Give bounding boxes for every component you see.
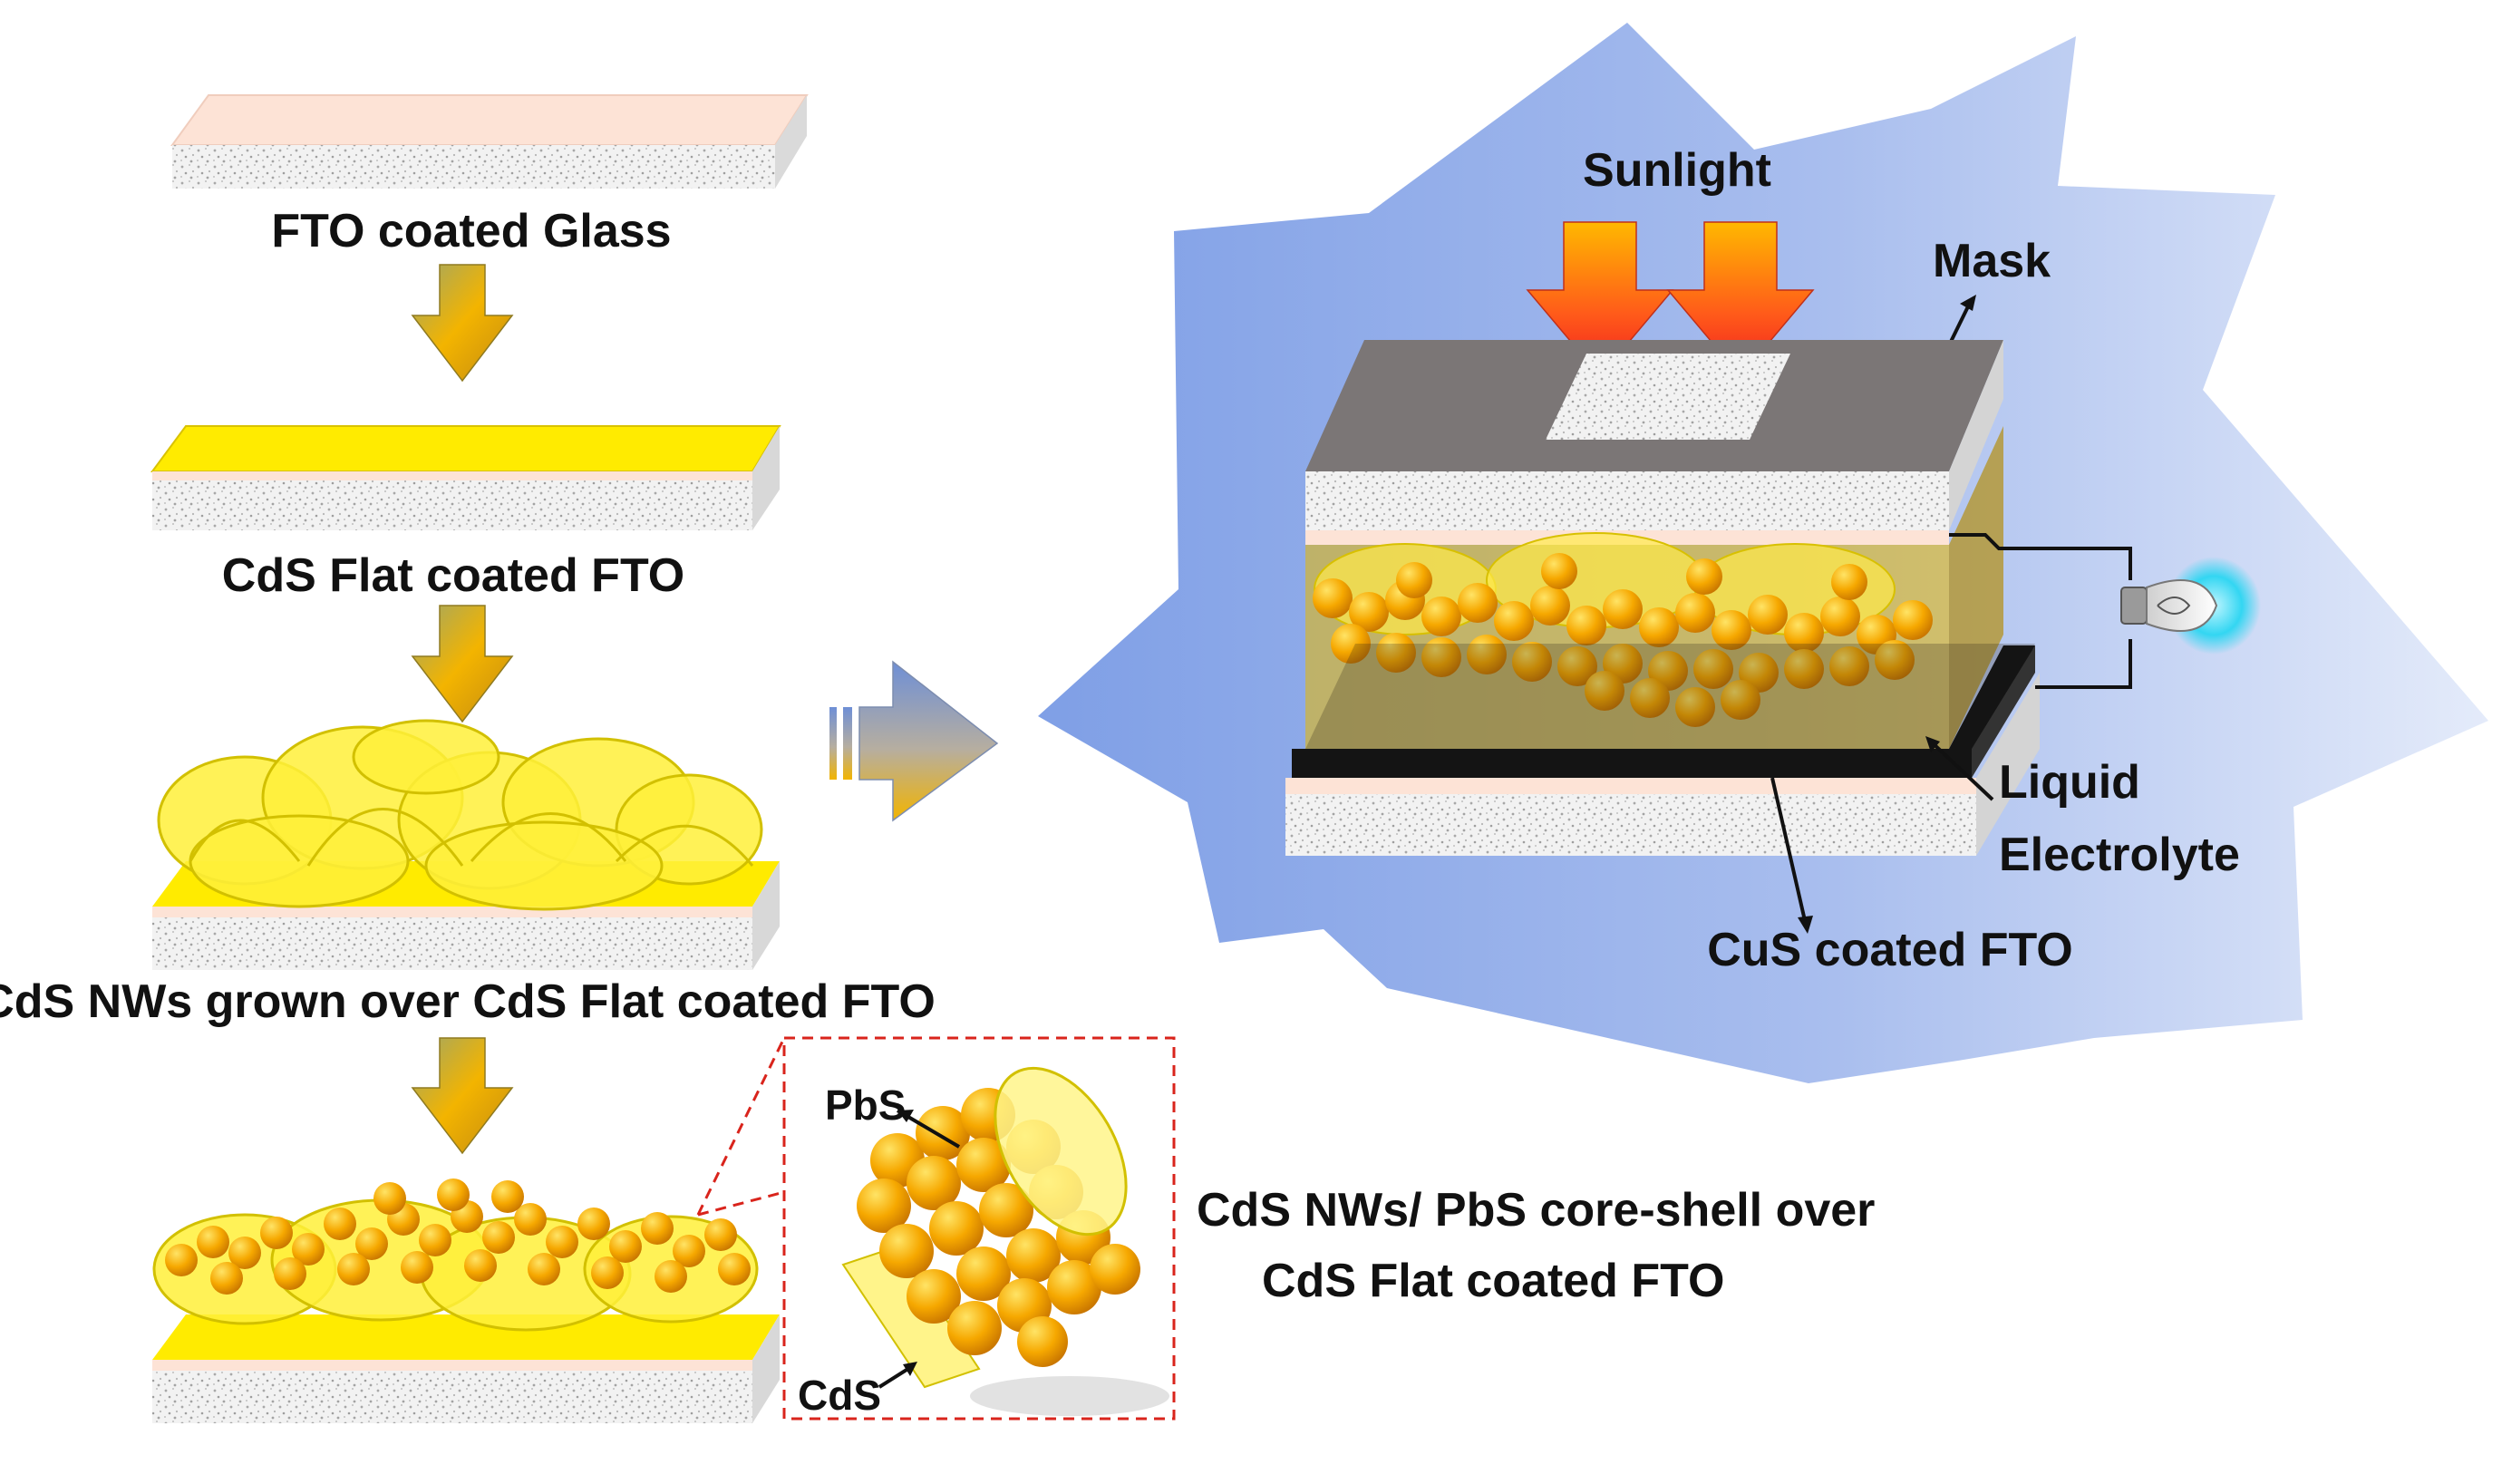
sunlight-label: Sunlight bbox=[1583, 144, 1771, 197]
fto-glass-label: FTO coated Glass bbox=[271, 205, 671, 257]
sunlight-arrow-left bbox=[1526, 221, 1674, 378]
electrolyte-label-line1: Liquid bbox=[1999, 756, 2140, 809]
fto-glass-slab bbox=[170, 94, 809, 189]
cus-pointer bbox=[1770, 777, 1808, 926]
process-arrow bbox=[829, 660, 999, 822]
pbs-arrowhead bbox=[897, 1110, 914, 1122]
core-shell-label-line1: CdS NWs/ PbS core-shell over bbox=[1197, 1184, 1875, 1237]
cds-flat-slab bbox=[150, 425, 781, 530]
solar-cell-device bbox=[1285, 340, 2040, 856]
cds-arrowhead bbox=[903, 1362, 917, 1376]
cds-inset-label: CdS bbox=[798, 1372, 881, 1419]
cus-arrowhead bbox=[1798, 916, 1813, 934]
pbs-label: PbS bbox=[825, 1081, 906, 1129]
core-shell-label-line2: CdS Flat coated FTO bbox=[1262, 1255, 1724, 1307]
core-shell-nanowire bbox=[841, 1066, 1169, 1416]
external-circuit bbox=[1949, 533, 2132, 689]
mask-label: Mask bbox=[1933, 235, 2051, 287]
cus-counter-label: CuS coated FTO bbox=[1707, 924, 2073, 976]
electrolyte-arrowhead bbox=[1925, 736, 1940, 752]
mask-arrowhead bbox=[1960, 295, 1976, 311]
inset-leader-bottom bbox=[697, 1190, 785, 1217]
cds-nanowire-slab bbox=[152, 719, 780, 970]
electrolyte-label-line2: Electrolyte bbox=[1999, 829, 2240, 881]
down-arrow-1 bbox=[411, 264, 514, 383]
inset-leader-top bbox=[696, 1037, 786, 1216]
down-arrow-2 bbox=[411, 605, 514, 723]
electrolyte-pointer bbox=[1929, 740, 1994, 801]
sunlight-arrow-right bbox=[1666, 221, 1815, 378]
cds-nws-label: CdS NWs grown over CdS Flat coated FTO bbox=[0, 975, 936, 1028]
core-shell-slab bbox=[152, 1178, 780, 1423]
light-bulb-icon bbox=[2120, 557, 2261, 655]
cds-flat-label: CdS Flat coated FTO bbox=[222, 549, 684, 602]
down-arrow-3 bbox=[411, 1037, 514, 1155]
